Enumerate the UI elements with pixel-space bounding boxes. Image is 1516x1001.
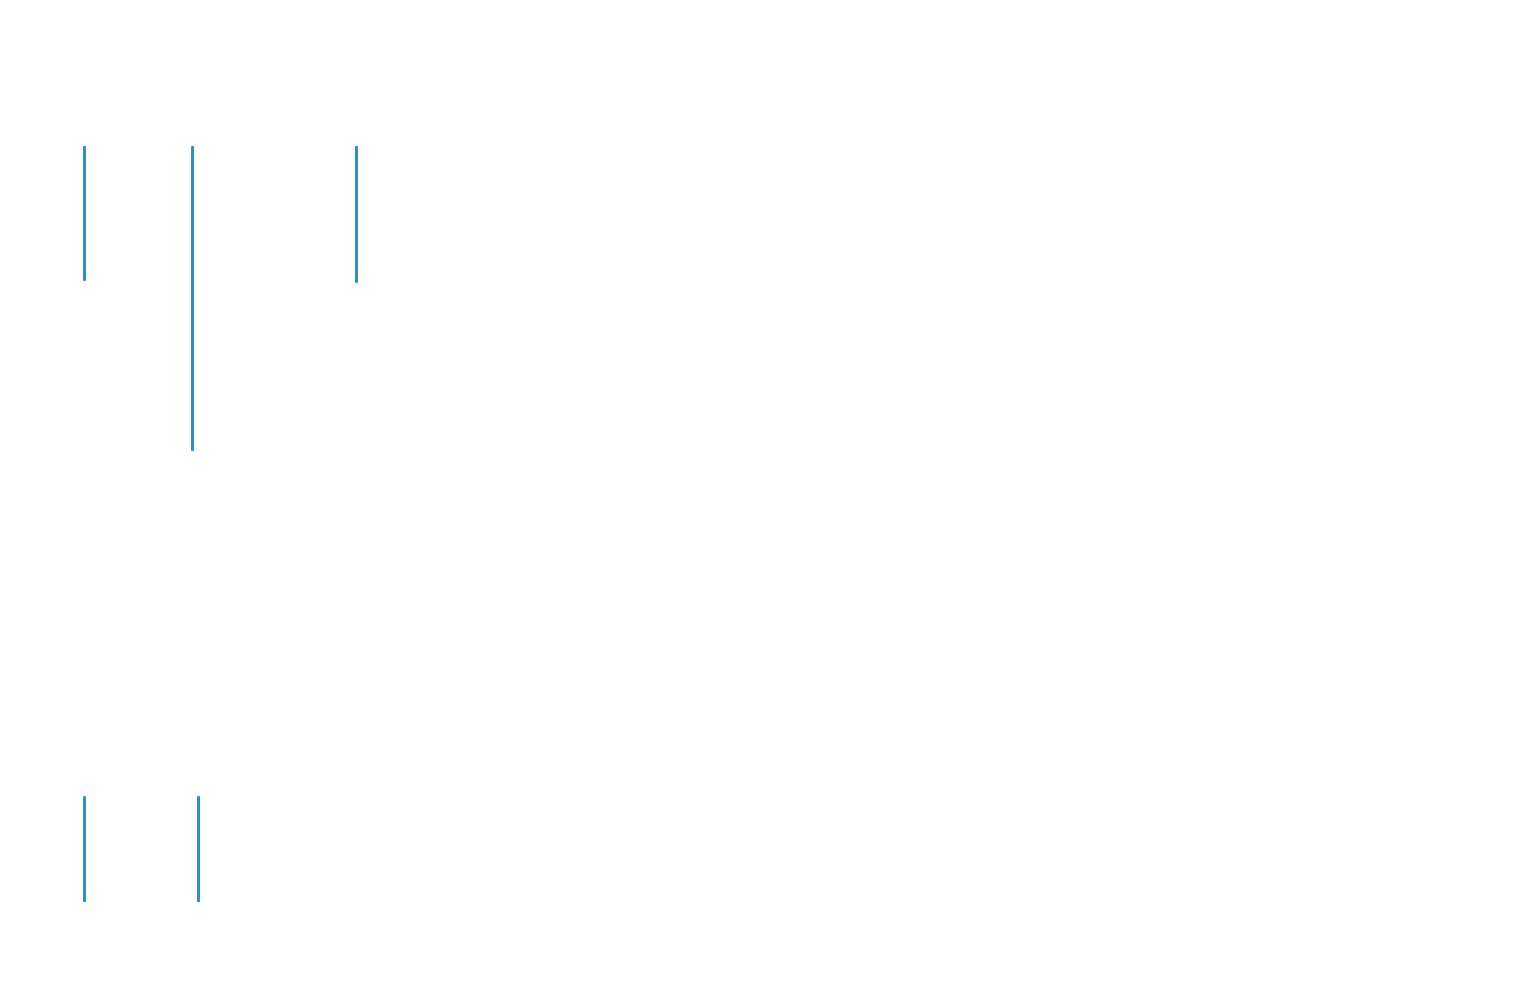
text-caret-marker (355, 146, 358, 283)
text-caret-marker (191, 146, 194, 451)
text-caret-marker (83, 796, 86, 902)
text-caret-marker (197, 796, 200, 902)
text-caret-marker (83, 146, 86, 281)
